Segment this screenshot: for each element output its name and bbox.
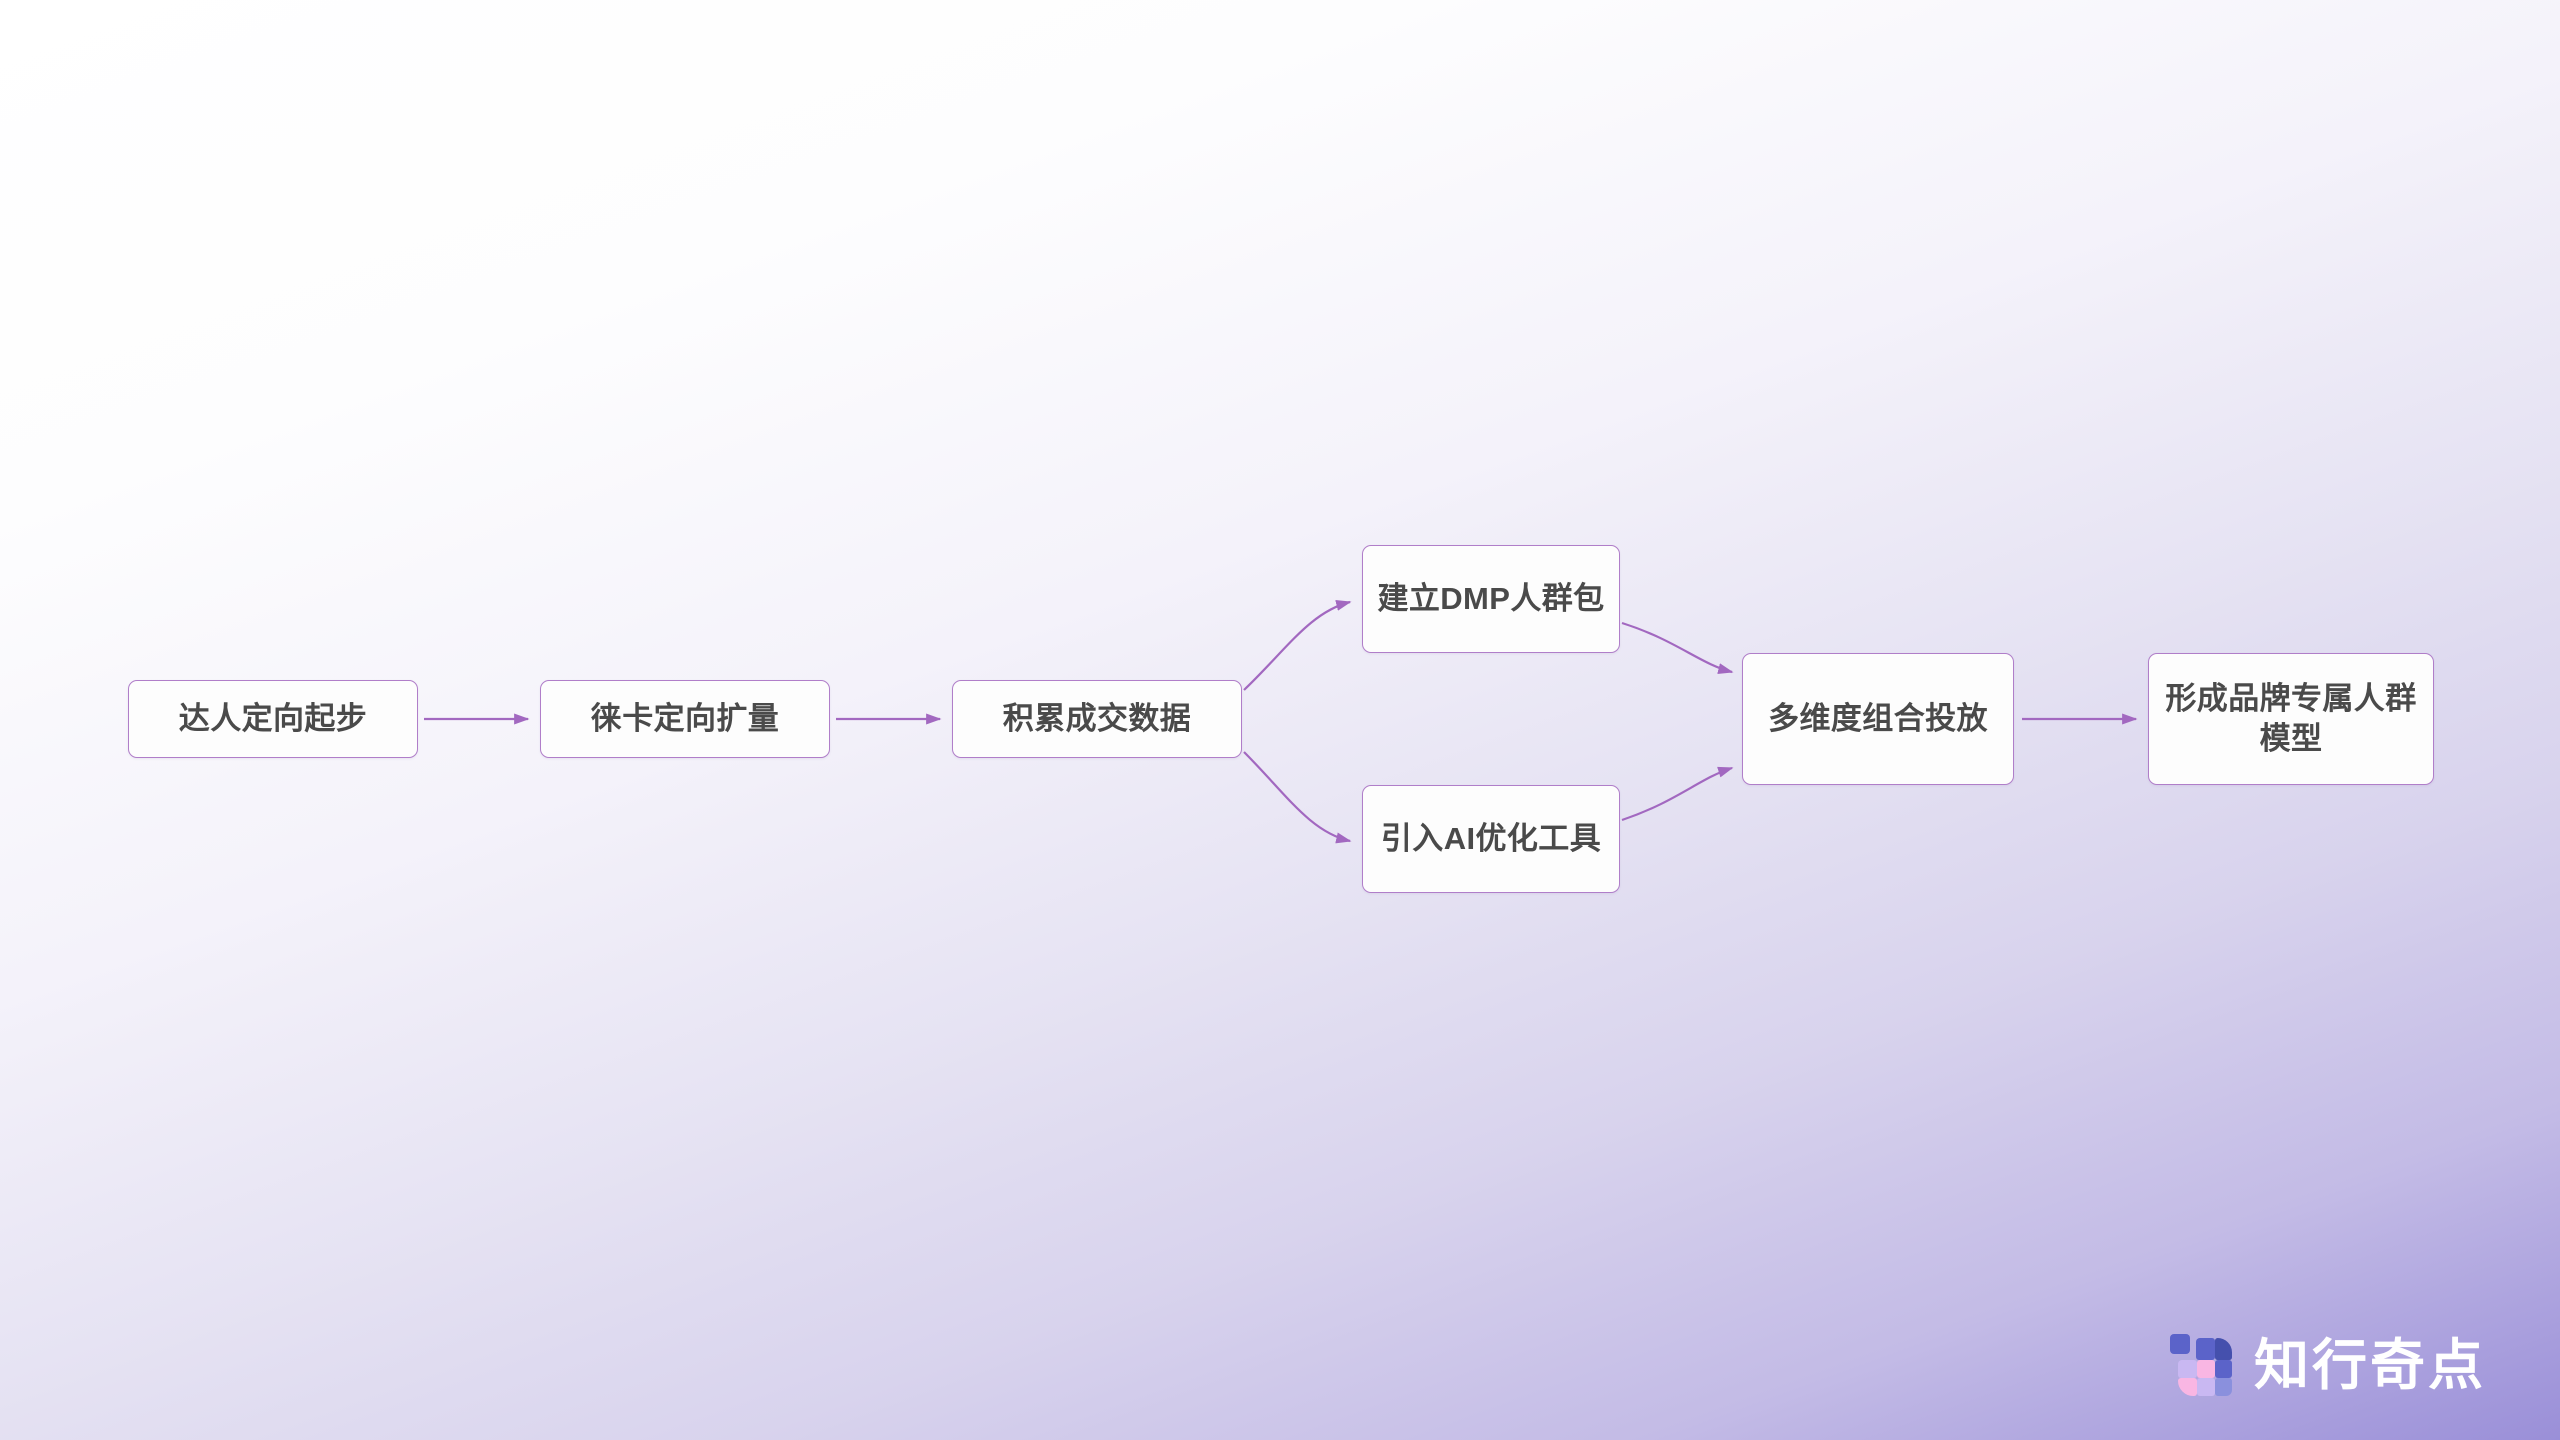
watermark: 知行奇点 bbox=[2169, 1333, 2486, 1396]
flow-node-7[interactable]: 形成品牌专属人群模型 bbox=[2148, 653, 2434, 785]
edge-n3-n4 bbox=[1243, 599, 1352, 691]
logo-tile-bot-mid bbox=[2196, 1378, 2215, 1396]
brand-name: 知行奇点 bbox=[2253, 1333, 2486, 1396]
flow-node-4-label: 建立DMP人群包 bbox=[1377, 581, 1605, 617]
flow-node-2[interactable]: 徕卡定向扩量 bbox=[540, 680, 830, 758]
logo-tile-bot-left bbox=[2177, 1378, 2197, 1396]
logo-tile-top-right bbox=[2214, 1338, 2232, 1360]
flow-node-4[interactable]: 建立DMP人群包 bbox=[1362, 545, 1620, 653]
logo-tile-mid-left bbox=[2177, 1360, 2197, 1378]
logo-tile-bot-right bbox=[2214, 1378, 2232, 1396]
flow-node-3[interactable]: 积累成交数据 bbox=[952, 680, 1242, 758]
logo-tile-mid-mid bbox=[2196, 1360, 2215, 1378]
edge-n4-n6 bbox=[1621, 621, 1734, 675]
logo-tile-detached bbox=[2169, 1334, 2190, 1354]
flow-node-6[interactable]: 多维度组合投放 bbox=[1742, 653, 2014, 785]
flow-node-3-label: 积累成交数据 bbox=[1002, 701, 1192, 737]
edge-n3-n5 bbox=[1243, 751, 1352, 844]
flow-node-6-label: 多维度组合投放 bbox=[1768, 701, 1988, 737]
brand-logo-icon bbox=[2169, 1334, 2232, 1396]
flow-node-2-label: 徕卡定向扩量 bbox=[590, 701, 780, 737]
logo-tile-top-mid bbox=[2195, 1338, 2215, 1360]
flow-node-1[interactable]: 达人定向起步 bbox=[128, 680, 418, 758]
edge-n5-n6 bbox=[1621, 766, 1734, 822]
flow-node-5[interactable]: 引入AI优化工具 bbox=[1362, 785, 1620, 893]
flow-node-1-label: 达人定向起步 bbox=[178, 701, 368, 737]
logo-tile-mid-right bbox=[2214, 1360, 2232, 1378]
flow-node-5-label: 引入AI优化工具 bbox=[1380, 821, 1602, 857]
flow-node-7-label: 形成品牌专属人群模型 bbox=[2165, 681, 2417, 756]
